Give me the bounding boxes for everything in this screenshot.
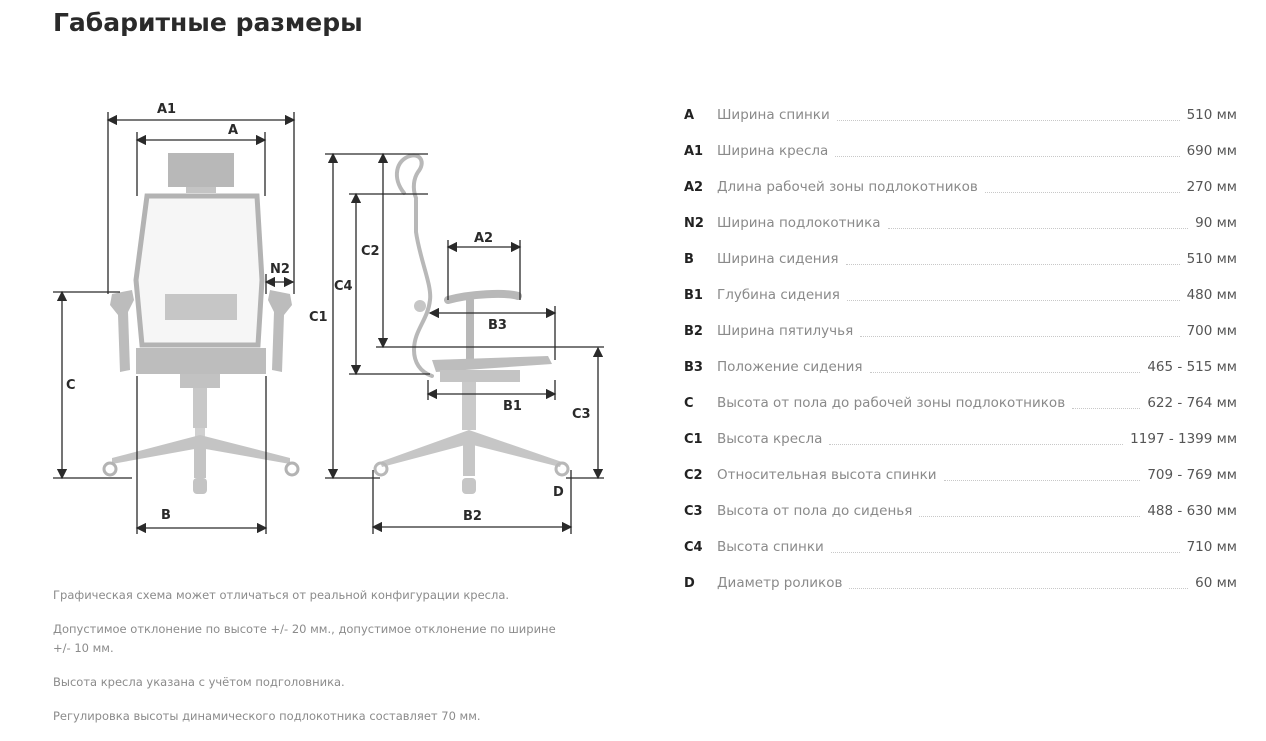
note-armrest: Регулировка высоты динамического подлоко… xyxy=(53,709,481,723)
spec-value: 1197 - 1399 мм xyxy=(1130,431,1237,447)
label-a2: A2 xyxy=(474,231,493,246)
spec-code: D xyxy=(684,575,695,591)
spec-value: 510 мм xyxy=(1186,107,1237,123)
spec-code: N2 xyxy=(684,215,704,231)
spec-code: C2 xyxy=(684,467,703,483)
spec-label: Ширина спинки xyxy=(717,107,830,123)
label-a: A xyxy=(228,123,238,138)
spec-label: Высота спинки xyxy=(717,539,824,555)
spec-leader xyxy=(849,587,1189,589)
spec-code: A2 xyxy=(684,179,704,195)
page-title: Габаритные размеры xyxy=(53,8,363,37)
spec-leader xyxy=(836,119,1180,121)
spec-label: Относительная высота спинки xyxy=(717,467,937,483)
spec-leader xyxy=(845,263,1180,265)
spec-value: 622 - 764 мм xyxy=(1147,395,1237,411)
spec-leader xyxy=(829,443,1124,445)
label-b1: B1 xyxy=(503,399,522,414)
spec-label: Ширина подлокотника xyxy=(717,215,881,231)
spec-row: A2 Длина рабочей зоны подлокотников 270 мм xyxy=(684,169,1237,205)
front-chair-drawing xyxy=(102,153,300,494)
spec-code: B3 xyxy=(684,359,703,375)
label-c4: C4 xyxy=(334,279,353,294)
side-chair-drawing xyxy=(373,153,570,494)
spec-leader xyxy=(1072,407,1141,409)
front-dimension-labels: A1 A N2 C B xyxy=(66,102,290,523)
spec-value: 270 мм xyxy=(1186,179,1237,195)
label-c3: C3 xyxy=(572,407,591,422)
spec-row: C2 Относительная высота спинки 709 - 769 м… xyxy=(684,457,1237,493)
spec-label: Глубина сидения xyxy=(717,287,840,303)
label-a1: A1 xyxy=(157,102,176,117)
spec-leader xyxy=(943,479,1141,481)
spec-leader xyxy=(860,335,1180,337)
spec-code: B1 xyxy=(684,287,703,303)
spec-value: 60 мм xyxy=(1195,575,1237,591)
spec-row: C4 Высота спинки 710 мм xyxy=(684,529,1237,565)
label-b2: B2 xyxy=(463,509,482,524)
spec-label: Положение сидения xyxy=(717,359,863,375)
specs-table: A Ширина спинки 510 мм A1 Ширина кресла 690 … xyxy=(684,97,1237,601)
side-dimension-labels: C1 C4 C2 A2 B3 B1 C3 D B2 xyxy=(309,231,591,524)
spec-row: B Ширина сидения 510 мм xyxy=(684,241,1237,277)
spec-row: N2 Ширина подлокотника 90 мм xyxy=(684,205,1237,241)
spec-row: A Ширина спинки 510 мм xyxy=(684,97,1237,133)
spec-leader xyxy=(846,299,1180,301)
spec-value: 488 - 630 мм xyxy=(1147,503,1237,519)
spec-value: 710 мм xyxy=(1186,539,1237,555)
spec-code: C3 xyxy=(684,503,703,519)
front-dimension-lines xyxy=(53,112,296,534)
spec-label: Высота от пола до рабочей зоны подлокотн… xyxy=(717,395,1066,411)
spec-code: C xyxy=(684,395,694,411)
spec-code: A xyxy=(684,107,695,123)
note-scheme: Графическая схема может отличаться от ре… xyxy=(53,588,510,602)
spec-value: 510 мм xyxy=(1186,251,1237,267)
spec-value: 690 мм xyxy=(1186,143,1237,159)
spec-code: A1 xyxy=(684,143,704,159)
notes-block: Графическая схема может отличаться от ре… xyxy=(53,586,573,741)
spec-label: Ширина кресла xyxy=(717,143,829,159)
spec-label: Длина рабочей зоны подлокотников xyxy=(717,179,978,195)
spec-row: A1 Ширина кресла 690 мм xyxy=(684,133,1237,169)
spec-row: C Высота от пола до рабочей зоны подлокот… xyxy=(684,385,1237,421)
side-dimension-lines xyxy=(325,152,604,534)
spec-label: Ширина пятилучья xyxy=(717,323,854,339)
label-b: B xyxy=(161,508,171,523)
spec-row: B1 Глубина сидения 480 мм xyxy=(684,277,1237,313)
label-d: D xyxy=(553,485,564,500)
spec-value: 465 - 515 мм xyxy=(1147,359,1237,375)
spec-leader xyxy=(869,371,1141,373)
label-c2: C2 xyxy=(361,244,380,259)
spec-row: C1 Высота кресла 1197 - 1399 мм xyxy=(684,421,1237,457)
spec-row: C3 Высота от пола до сиденья 488 - 630 мм xyxy=(684,493,1237,529)
spec-code: C1 xyxy=(684,431,703,447)
spec-value: 90 мм xyxy=(1195,215,1237,231)
spec-label: Ширина сидения xyxy=(717,251,839,267)
label-n2: N2 xyxy=(270,262,290,277)
spec-leader xyxy=(887,227,1189,229)
spec-row: B3 Положение сидения 465 - 515 мм xyxy=(684,349,1237,385)
spec-code: B2 xyxy=(684,323,703,339)
spec-label: Высота от пола до сиденья xyxy=(717,503,913,519)
label-c: C xyxy=(66,378,76,393)
label-b3: B3 xyxy=(488,318,507,333)
spec-value: 700 мм xyxy=(1186,323,1237,339)
spec-row: D Диаметр роликов 60 мм xyxy=(684,565,1237,601)
spec-label: Высота кресла xyxy=(717,431,823,447)
label-c1: C1 xyxy=(309,310,328,325)
spec-label: Диаметр роликов xyxy=(717,575,843,591)
spec-code: B xyxy=(684,251,694,267)
spec-leader xyxy=(830,551,1180,553)
spec-row: B2 Ширина пятилучья 700 мм xyxy=(684,313,1237,349)
note-headrest: Высота кресла указана с учётом подголовн… xyxy=(53,675,345,689)
chair-dimensions-diagram: A1 A N2 C B xyxy=(53,102,604,534)
spec-value: 709 - 769 мм xyxy=(1147,467,1237,483)
note-tolerance: Допустимое отклонение по высоте +/- 20 м… xyxy=(53,622,556,655)
spec-value: 480 мм xyxy=(1186,287,1237,303)
spec-leader xyxy=(835,155,1180,157)
spec-code: C4 xyxy=(684,539,703,555)
spec-leader xyxy=(919,515,1141,517)
spec-leader xyxy=(984,191,1180,193)
